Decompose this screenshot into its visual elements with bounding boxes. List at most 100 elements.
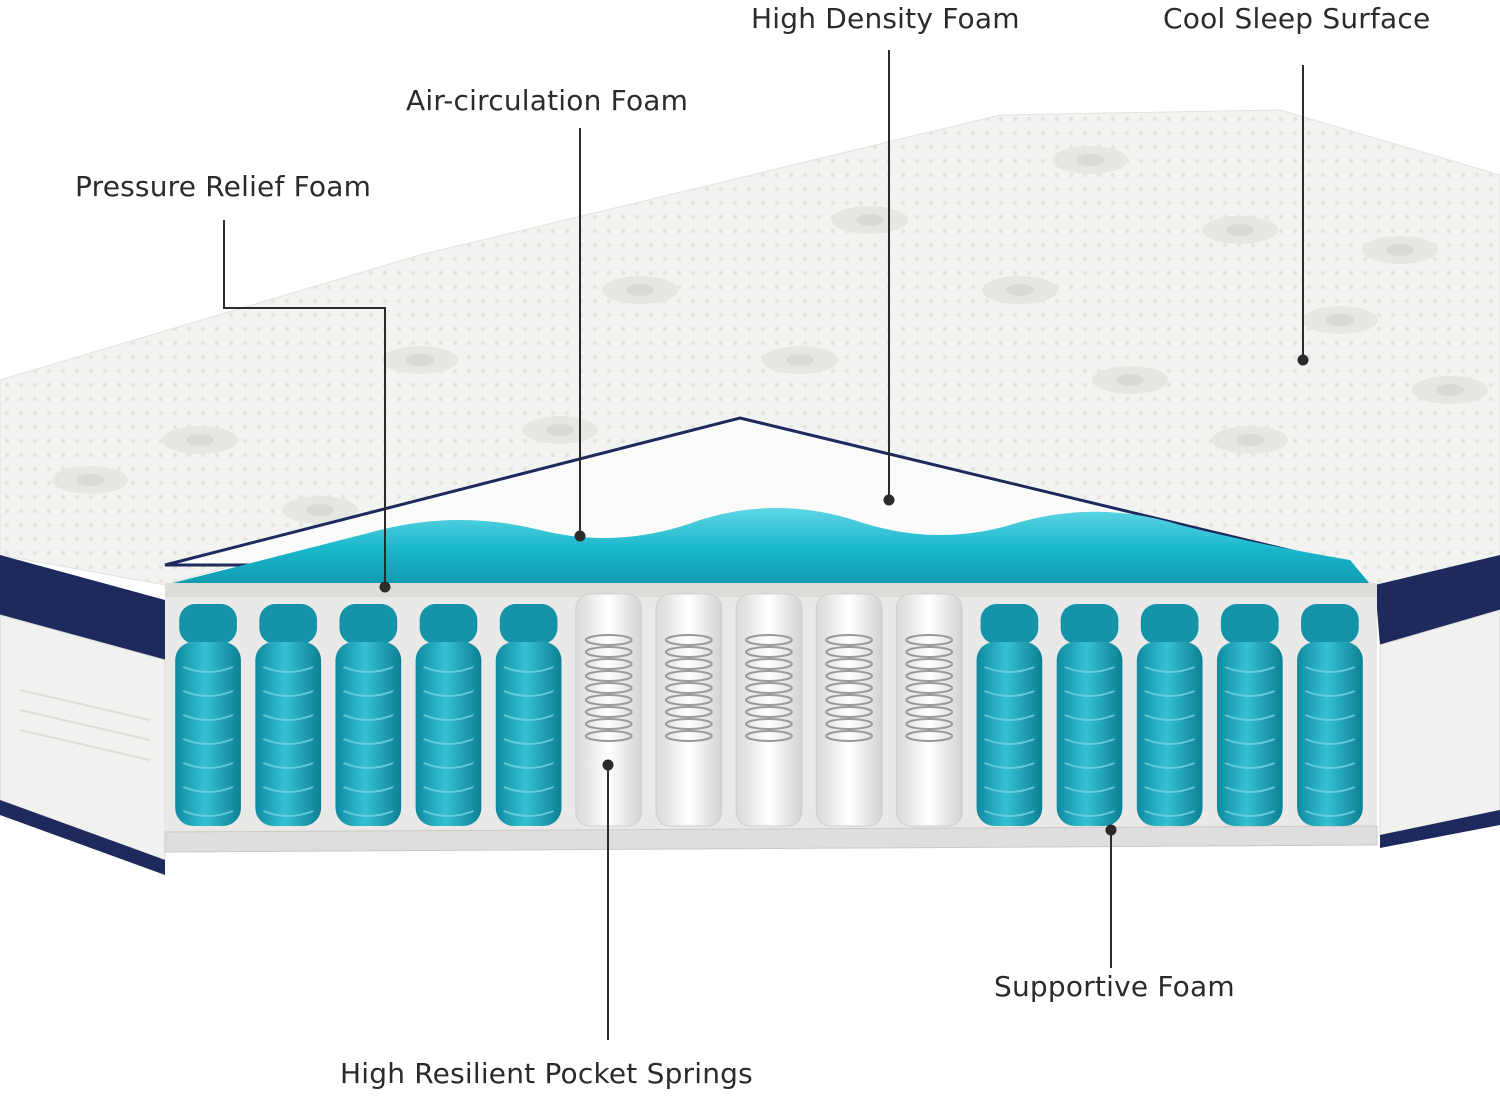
- pocket-spring-teal: [1136, 642, 1203, 826]
- spring-coil-line: [503, 810, 554, 817]
- spring-coil: [825, 670, 873, 682]
- spring-coil-line: [423, 810, 474, 817]
- quilt-tuft-center: [1116, 374, 1144, 386]
- leader-air-circulation-foam-dot: [574, 530, 586, 542]
- spring-coil-line: [1224, 762, 1276, 769]
- spring-coil-line: [182, 714, 234, 721]
- spring-coil: [665, 706, 713, 718]
- spring-coil: [905, 694, 954, 706]
- pocket-spring-back: [259, 604, 318, 644]
- pocket-spring-teal: [976, 642, 1043, 826]
- spring-coil-line: [1304, 738, 1356, 745]
- right-side-panel: [1379, 609, 1500, 836]
- pocket-spring-back: [179, 604, 237, 644]
- spring-coil-line: [1144, 666, 1195, 673]
- leader-lines: [223, 50, 1309, 1040]
- spring-coil-line: [1304, 690, 1356, 697]
- spring-coil: [584, 730, 633, 742]
- spring-coil-line: [984, 714, 1035, 721]
- spring-coil: [745, 646, 793, 658]
- leader-pocket-springs-dot: [602, 759, 614, 771]
- pocket-spring-teal: [1216, 642, 1283, 826]
- leader-pressure-relief-foam-dot: [379, 581, 391, 593]
- spring-coil: [745, 694, 793, 706]
- leader-high-density-foam-dot: [883, 494, 895, 506]
- mattress-side-border: [0, 555, 1500, 875]
- spring-coil: [745, 706, 793, 718]
- spring-coil: [584, 670, 633, 682]
- supportive-foam-layer: [164, 825, 1378, 853]
- label-supportive-foam: Supportive Foam: [994, 970, 1235, 1003]
- side-stitch: [19, 689, 151, 721]
- quilt-tuft-center: [76, 474, 104, 486]
- spring-coil: [905, 706, 954, 718]
- spring-coil: [905, 682, 954, 694]
- quilt-tuft-center: [856, 214, 884, 226]
- pocket-spring-teal: [255, 642, 322, 826]
- air-circulation-foam-layer: [165, 507, 1375, 590]
- spring-coil: [665, 658, 713, 670]
- quilt-tuft-center: [1076, 154, 1104, 166]
- spring-coil-line: [1144, 810, 1195, 817]
- spring-coil-line: [262, 738, 314, 745]
- spring-coil: [665, 682, 713, 694]
- spring-coil-line: [423, 714, 474, 721]
- spring-coil: [665, 730, 713, 742]
- spring-coil-line: [1304, 762, 1356, 769]
- spring-coil-line: [262, 666, 314, 673]
- label-high-resilient-pocket-springs: High Resilient Pocket Springs: [340, 1057, 753, 1090]
- right-top-band: [1375, 555, 1500, 645]
- spring-coil: [584, 706, 633, 718]
- leader-pressure-relief-foam: [223, 220, 386, 587]
- pocket-spring-back: [1220, 604, 1279, 644]
- spring-coil: [905, 670, 954, 682]
- spring-coil: [584, 718, 633, 730]
- spring-coil-line: [182, 786, 234, 793]
- spring-coil-line: [1144, 786, 1195, 793]
- spring-coil-line: [984, 762, 1035, 769]
- spring-coil: [905, 634, 954, 646]
- pocket-spring-teal: [335, 642, 402, 826]
- leader-supportive-foam-dot: [1105, 824, 1117, 836]
- spring-coil-line: [1224, 738, 1276, 745]
- spring-coil-line: [1224, 666, 1276, 673]
- pocket-spring-back: [339, 604, 398, 644]
- spring-coil-line: [343, 714, 394, 721]
- spring-coil: [825, 706, 873, 718]
- spring-coil: [665, 634, 713, 646]
- spring-coil: [745, 718, 793, 730]
- spring-coil: [745, 634, 793, 646]
- pocket-spring-teal: [1056, 642, 1123, 826]
- spring-coil-line: [1064, 762, 1115, 769]
- spring-coil-line: [262, 690, 314, 697]
- spring-coil-line: [1224, 786, 1276, 793]
- spring-coil-line: [1224, 690, 1276, 697]
- spring-coil-line: [343, 738, 394, 745]
- quilt-tuft-center: [1226, 224, 1254, 236]
- spring-coil-line: [1064, 738, 1115, 745]
- spring-coil-line: [503, 786, 554, 793]
- left-bottom-band: [0, 800, 165, 875]
- pocket-spring-back: [1301, 604, 1359, 644]
- spring-coil-line: [1144, 714, 1195, 721]
- spring-coil: [825, 694, 873, 706]
- spring-coil: [665, 646, 713, 658]
- spring-coil-line: [343, 762, 394, 769]
- spring-coil: [584, 658, 633, 670]
- spring-coil-line: [1144, 690, 1195, 697]
- leader-cool-sleep-surface-dot: [1297, 354, 1309, 366]
- spring-coil-line: [984, 666, 1035, 673]
- spring-coil-line: [1224, 810, 1276, 817]
- pocket-spring-back: [1060, 604, 1119, 644]
- spring-coil-line: [262, 762, 314, 769]
- spring-coil-line: [343, 666, 394, 673]
- pressure-relief-foam-layer: [165, 583, 1377, 597]
- pocket-spring-teal: [415, 642, 482, 826]
- pocket-spring-white: [895, 593, 963, 827]
- spring-coil-line: [1304, 810, 1356, 817]
- label-cool-sleep-surface: Cool Sleep Surface: [1163, 2, 1431, 35]
- spring-coil: [905, 718, 954, 730]
- spring-coil: [745, 682, 793, 694]
- label-pressure-relief-foam: Pressure Relief Foam: [75, 170, 372, 203]
